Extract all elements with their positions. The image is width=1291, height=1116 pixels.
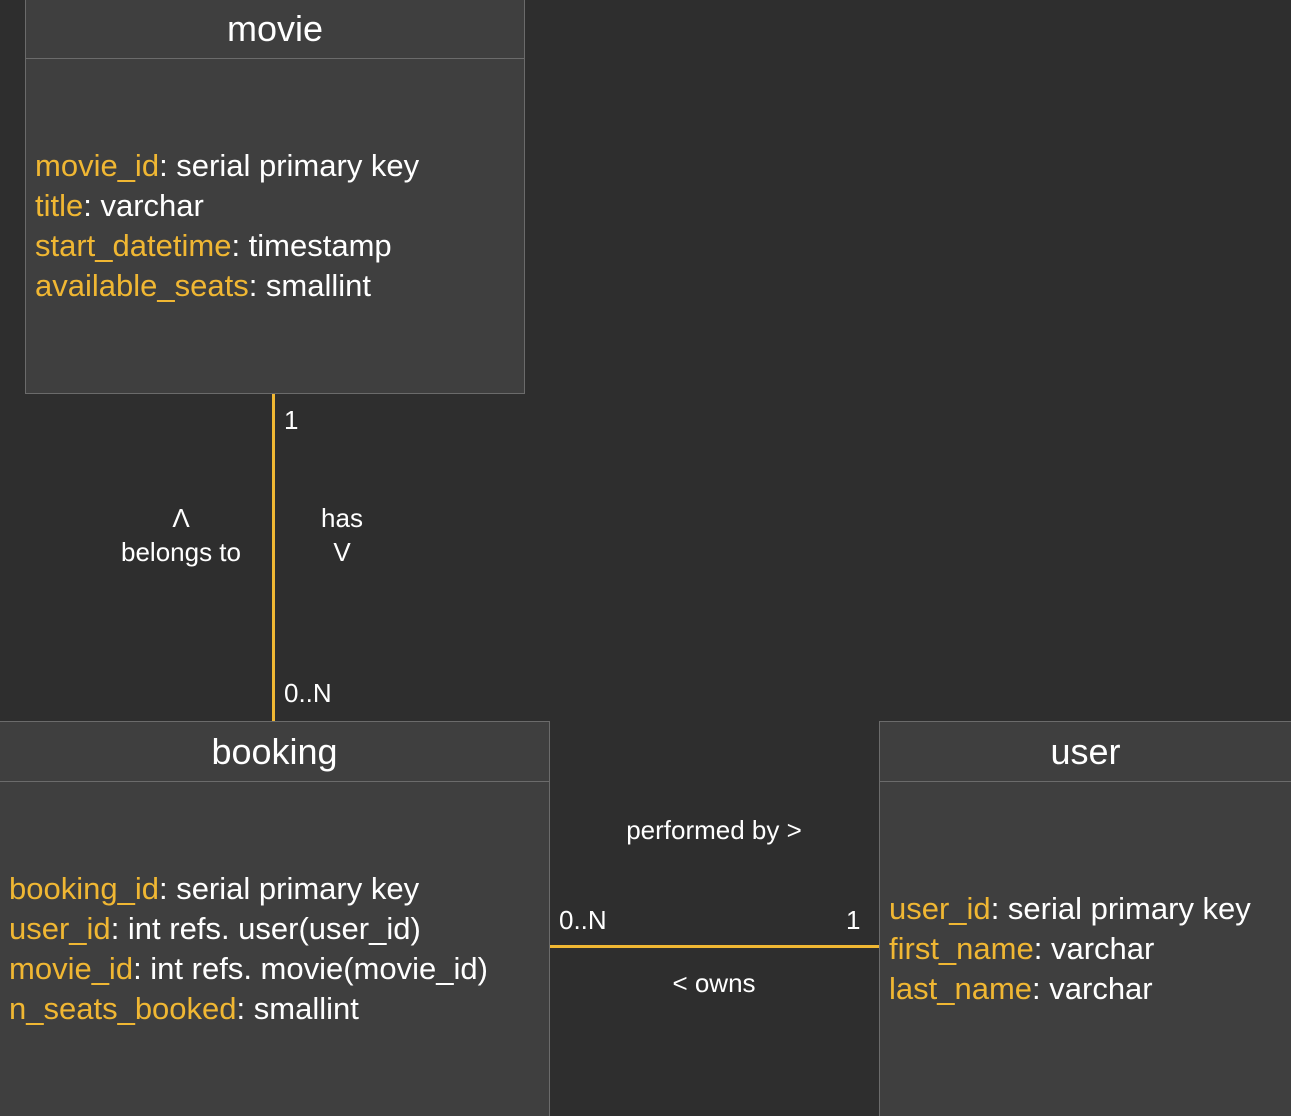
field-movie-id: movie_id: serial primary key bbox=[35, 146, 524, 186]
field-last-name: last_name: varchar bbox=[889, 969, 1291, 1009]
field-type: : int refs. movie(movie_id) bbox=[133, 951, 488, 986]
entity-booking-fields: booking_id: serial primary key user_id: … bbox=[0, 782, 549, 1116]
field-name: n_seats_booked bbox=[9, 991, 237, 1026]
field-type: : varchar bbox=[83, 188, 204, 223]
cardinality-movie-one: 1 bbox=[284, 405, 299, 435]
belongs-to-label: belongs to bbox=[121, 537, 241, 567]
field-name: movie_id bbox=[35, 148, 160, 183]
entity-movie-title: movie bbox=[26, 0, 524, 59]
field-first-name: first_name: varchar bbox=[889, 929, 1291, 969]
field-name: movie_id bbox=[9, 951, 134, 986]
field-name: title bbox=[35, 188, 84, 223]
field-user-id: user_id: serial primary key bbox=[889, 889, 1291, 929]
field-type: : varchar bbox=[1032, 971, 1153, 1006]
field-name: first_name bbox=[889, 931, 1034, 966]
field-name: user_id bbox=[9, 911, 111, 946]
field-name: booking_id bbox=[9, 871, 159, 906]
entity-user[interactable]: user user_id: serial primary key first_n… bbox=[879, 721, 1291, 1116]
field-available-seats: available_seats: smallint bbox=[35, 266, 524, 306]
field-name: start_datetime bbox=[35, 228, 232, 263]
entity-movie[interactable]: movie movie_id: serial primary key title… bbox=[25, 0, 525, 394]
field-type: : smallint bbox=[236, 991, 359, 1026]
field-booking-id: booking_id: serial primary key bbox=[9, 869, 549, 909]
field-name: user_id bbox=[889, 891, 991, 926]
field-type: : serial primary key bbox=[159, 148, 420, 183]
field-movie-id: movie_id: int refs. movie(movie_id) bbox=[9, 949, 549, 989]
relationship-line-booking-user[interactable] bbox=[550, 945, 879, 948]
field-n-seats-booked: n_seats_booked: smallint bbox=[9, 989, 549, 1029]
field-type: : serial primary key bbox=[158, 871, 420, 906]
field-name: last_name bbox=[889, 971, 1033, 1006]
field-type: : timestamp bbox=[231, 228, 392, 263]
relationship-line-movie-booking[interactable] bbox=[272, 394, 275, 721]
entity-movie-fields: movie_id: serial primary key title: varc… bbox=[26, 59, 524, 393]
field-start-datetime: start_datetime: timestamp bbox=[35, 226, 524, 266]
relationship-label-has: has V bbox=[292, 501, 392, 569]
entity-booking-title: booking bbox=[0, 722, 549, 782]
field-type: : int refs. user(user_id) bbox=[110, 911, 421, 946]
entity-user-fields: user_id: serial primary key first_name: … bbox=[880, 782, 1291, 1116]
field-type: : smallint bbox=[248, 268, 372, 303]
cardinality-booking-many: 0..N bbox=[284, 678, 332, 708]
performed-by-label: performed by > bbox=[626, 815, 802, 845]
field-type: : serial primary key bbox=[990, 891, 1251, 926]
relationship-label-belongs-to: Λ belongs to bbox=[101, 501, 261, 569]
field-type: : varchar bbox=[1033, 931, 1155, 966]
entity-user-title: user bbox=[880, 722, 1291, 782]
has-label: has bbox=[321, 503, 363, 533]
field-title: title: varchar bbox=[35, 186, 524, 226]
field-name: available_seats bbox=[35, 268, 249, 303]
up-arrow-icon: Λ bbox=[172, 503, 190, 533]
owns-label: < owns bbox=[672, 968, 756, 998]
field-user-id: user_id: int refs. user(user_id) bbox=[9, 909, 549, 949]
down-arrow-icon: V bbox=[333, 537, 351, 567]
entity-booking[interactable]: booking booking_id: serial primary key u… bbox=[0, 721, 550, 1116]
cardinality-user-one: 1 bbox=[846, 905, 861, 935]
cardinality-booking-many: 0..N bbox=[559, 905, 607, 935]
